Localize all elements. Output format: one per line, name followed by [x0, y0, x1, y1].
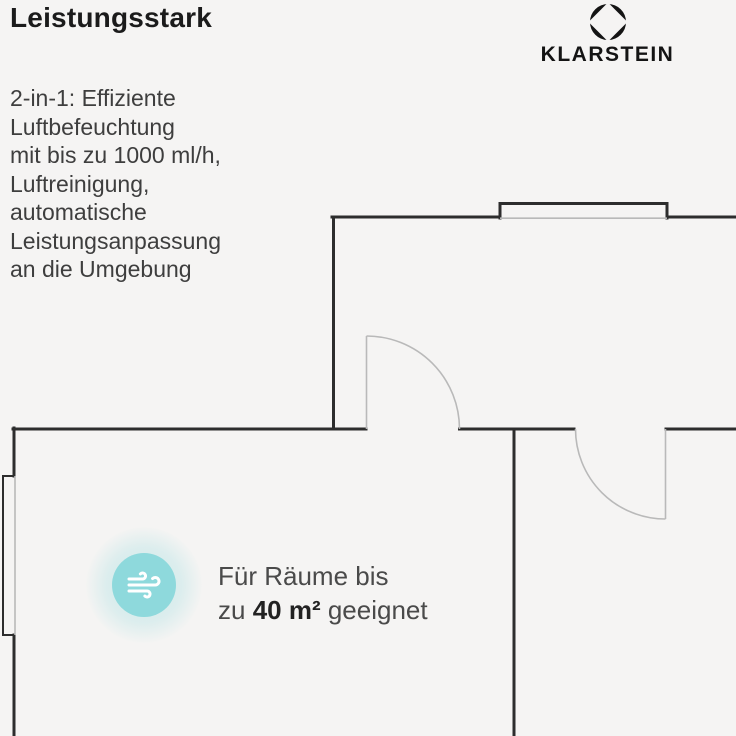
door-lower-swing-arc	[574, 428, 666, 520]
room-size-caption: Für Räume bis zu 40 m² geeignet	[218, 559, 428, 627]
door-upper-swing-arc	[366, 335, 461, 430]
brand-block: KLARSTEIN	[540, 2, 675, 67]
room-size-value: 40 m²	[252, 595, 321, 625]
caption-line1: Für Räume bis	[218, 561, 389, 591]
window-left-box	[2, 475, 15, 636]
page-title: Leistungsstark	[10, 2, 212, 33]
wind-icon	[127, 571, 161, 599]
caption-line2: zu 40 m² geeignet	[218, 595, 428, 625]
klarstein-logo-icon	[588, 2, 627, 42]
window-top-box	[498, 202, 669, 220]
floorplan-walls	[2, 202, 736, 736]
brand-name: KLARSTEIN	[540, 43, 675, 66]
feature-description: 2-in-1: Effiziente Luftbefeuchtung mit b…	[10, 85, 221, 282]
wind-badge	[112, 553, 176, 617]
floorplan-details	[14, 217, 667, 635]
logo-diamond-cutout	[588, 2, 627, 42]
